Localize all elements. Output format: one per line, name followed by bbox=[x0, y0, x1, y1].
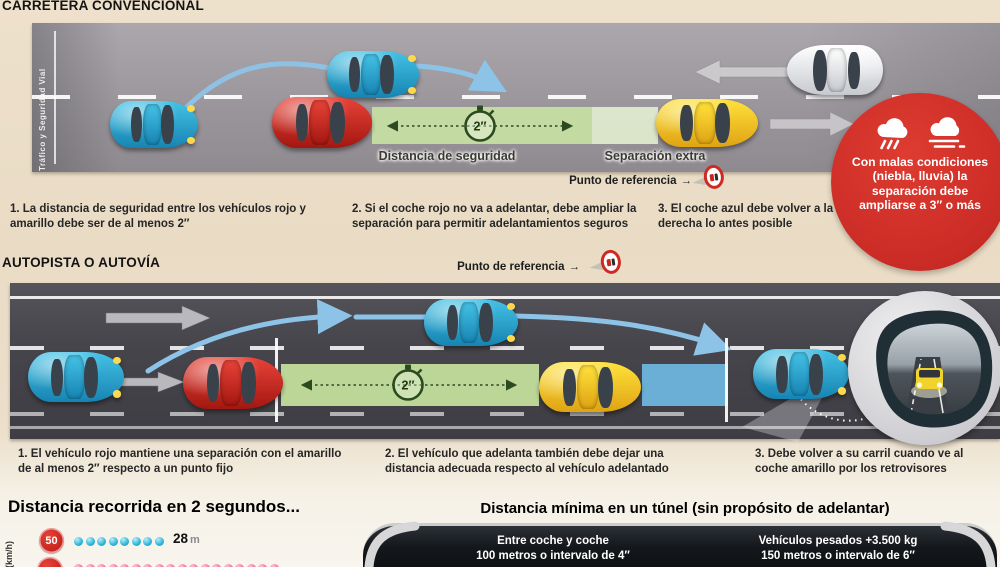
lane-divider-dashed bbox=[32, 95, 1000, 99]
distance-dot bbox=[246, 564, 256, 567]
distance-dot bbox=[166, 564, 175, 567]
yellow-car-highway bbox=[539, 362, 641, 412]
blue-car-overtaking-highway bbox=[424, 299, 518, 346]
road-edge-line bbox=[10, 296, 1000, 299]
distance-dot bbox=[74, 564, 83, 567]
overtaker-distance-band bbox=[642, 364, 728, 406]
distance-dot bbox=[154, 537, 164, 546]
blue-car-overtaking bbox=[327, 51, 419, 98]
safety-distance-label: Distancia de seguridad bbox=[378, 149, 516, 163]
distance-dot bbox=[108, 564, 118, 567]
extra-separation-label: Separación extra bbox=[604, 149, 706, 163]
tunnel-body bbox=[363, 523, 997, 567]
mirror-graphic bbox=[876, 310, 993, 428]
red-car-highway bbox=[183, 357, 283, 409]
distance-dot bbox=[143, 537, 152, 546]
blue-car-start bbox=[28, 352, 124, 402]
distance-dot bbox=[74, 537, 83, 546]
distance-dot bbox=[120, 564, 129, 567]
arrow-right-icon: → bbox=[568, 261, 581, 273]
distance-dot bbox=[258, 564, 267, 567]
rain-cloud-icon bbox=[877, 118, 908, 150]
distance-table-title: Distancia recorrida en 2 segundos... bbox=[8, 497, 300, 516]
step-caption: 2. Si el coche rojo no va a adelantar, d… bbox=[352, 203, 637, 230]
white-oncoming-car bbox=[787, 45, 883, 95]
distance-dot bbox=[143, 564, 152, 567]
distance-dot bbox=[131, 564, 141, 567]
distance-dot bbox=[85, 537, 95, 546]
safety-distance-band bbox=[372, 107, 592, 144]
section2-title: AUTOPISTA O AUTOVÍA bbox=[2, 255, 161, 270]
distance-dot bbox=[235, 564, 244, 567]
extra-separation-band bbox=[592, 107, 658, 144]
tunnel-col-trucks: Vehículos pesados +3.500 kg 150 metros o… bbox=[758, 535, 918, 562]
distance-dot bbox=[131, 537, 141, 546]
tunnel-col-cars: Entre coche y coche 100 metros o interva… bbox=[476, 535, 630, 562]
step-caption: 3. Debe volver a su carril cuando ve al … bbox=[755, 448, 964, 475]
badge-text: Con malas condiciones (niebla, lluvia) l… bbox=[851, 155, 989, 213]
lane-divider-dashed bbox=[10, 412, 1000, 416]
kmh-axis-label: (km/h) bbox=[4, 541, 14, 567]
blue-car-following bbox=[110, 101, 198, 148]
lane-divider-dashed bbox=[10, 346, 1000, 350]
distance-dot bbox=[200, 564, 210, 567]
distance-dot bbox=[223, 564, 233, 567]
distance-dot bbox=[108, 537, 118, 546]
safety-distance-band-highway bbox=[281, 364, 539, 406]
credit-vertical-text: Tráfico y Seguridad Vial bbox=[38, 68, 47, 171]
yellow-car bbox=[656, 99, 758, 147]
arrow-right-icon: → bbox=[680, 175, 693, 187]
step-caption: 2. El vehículo que adelanta también debe… bbox=[385, 448, 669, 475]
distance-dots-50 bbox=[74, 537, 164, 546]
red-car bbox=[272, 97, 372, 148]
distance-dot bbox=[85, 564, 95, 567]
distance-dot bbox=[120, 537, 129, 546]
distance-dot bbox=[97, 564, 106, 567]
step-caption: 1. El vehículo rojo mantiene una separac… bbox=[18, 448, 342, 475]
distance-dot bbox=[97, 537, 106, 546]
reference-point-label: Punto de referencia→ bbox=[457, 261, 581, 273]
distance-dot bbox=[212, 564, 221, 567]
distance-dot bbox=[154, 564, 164, 567]
tunnel-graphic: Entre coche y coche 100 metros o interva… bbox=[363, 521, 997, 567]
tunnel-rims bbox=[364, 521, 996, 567]
speed-limit-50-sign: 50 bbox=[39, 528, 64, 553]
rear-view-mirror-inset bbox=[848, 291, 1000, 445]
bad-weather-badge: Con malas condiciones (niebla, lluvia) l… bbox=[831, 93, 1000, 271]
distance-dot bbox=[189, 564, 198, 567]
section1-title: CARRETERA CONVENCIONAL bbox=[2, 0, 204, 13]
distance-dots-partial bbox=[74, 564, 279, 567]
no-overtaking-sign-icon bbox=[691, 163, 726, 192]
no-overtaking-sign-icon bbox=[588, 248, 623, 277]
distance-dot bbox=[177, 564, 187, 567]
step-caption: 1. La distancia de seguridad entre los v… bbox=[10, 203, 306, 230]
step-caption: 3. El coche azul debe volver a la derech… bbox=[658, 203, 834, 230]
distance-dot bbox=[269, 564, 279, 567]
speed-limit-sign-partial bbox=[37, 557, 63, 567]
road-edge-line bbox=[10, 426, 1000, 429]
tunnel-title: Distancia mínima en un túnel (sin propós… bbox=[480, 500, 890, 517]
fog-cloud-icon bbox=[928, 117, 966, 148]
reference-point-label: Punto de referencia→ bbox=[569, 175, 693, 187]
blue-car-returning bbox=[753, 349, 849, 399]
